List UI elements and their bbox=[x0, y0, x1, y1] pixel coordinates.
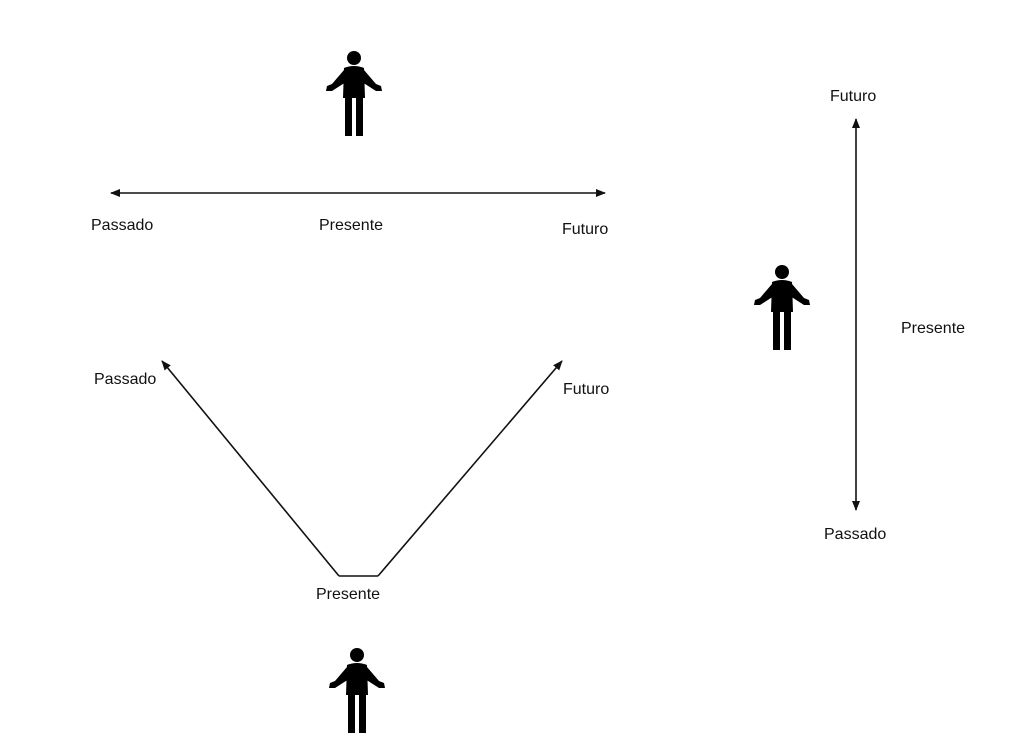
v-past-label: Passado bbox=[94, 371, 156, 388]
person-shrugging-icon bbox=[329, 648, 385, 733]
v-arrow-past bbox=[161, 360, 340, 577]
linear-future-label: Futuro bbox=[562, 221, 608, 238]
vertical-model: Futuro Presente Passado bbox=[754, 88, 965, 543]
person-shrugging-icon bbox=[754, 265, 810, 350]
linear-present-label: Presente bbox=[319, 217, 383, 234]
vertical-present-label: Presente bbox=[901, 320, 965, 337]
v-present-label: Presente bbox=[316, 586, 380, 603]
v-model: Passado Futuro Presente bbox=[94, 360, 609, 733]
v-arrow-future bbox=[377, 360, 563, 577]
v-future-label: Futuro bbox=[563, 381, 609, 398]
linear-past-label: Passado bbox=[91, 217, 153, 234]
vertical-future-label: Futuro bbox=[830, 88, 876, 105]
person-shrugging-icon bbox=[326, 51, 382, 136]
linear-model: Passado Presente Futuro bbox=[91, 51, 608, 238]
vertical-past-label: Passado bbox=[824, 526, 886, 543]
